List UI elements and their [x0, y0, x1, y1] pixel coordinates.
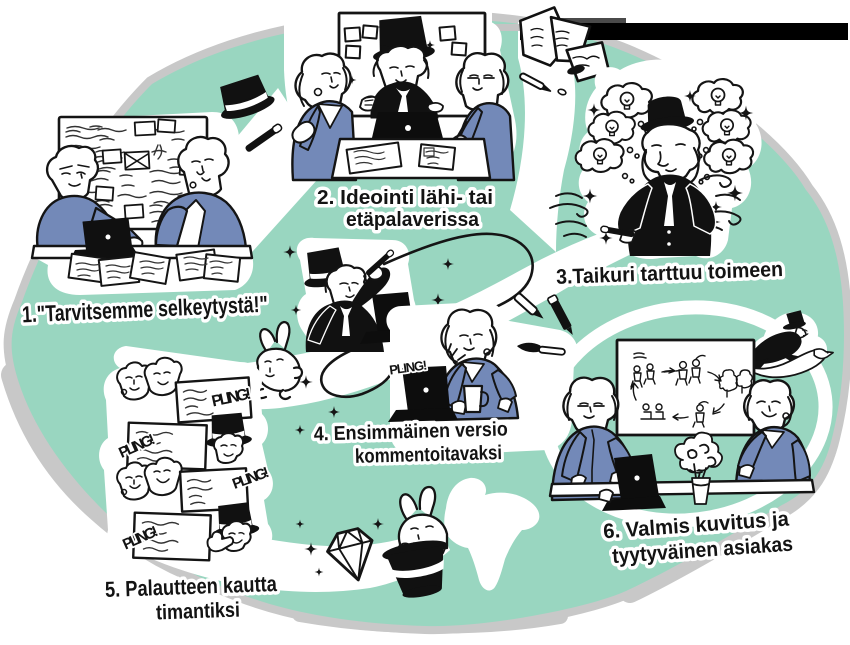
svg-text:etäpalaverissa: etäpalaverissa — [346, 209, 480, 231]
svg-text:2. Ideointi lähi- tai: 2. Ideointi lähi- tai — [317, 187, 493, 209]
svg-text:etäpalaverissa: etäpalaverissa — [346, 209, 480, 231]
svg-text:5. Palautteen kautta: 5. Palautteen kautta — [104, 571, 277, 602]
svg-text:PLING!: PLING! — [388, 357, 428, 377]
svg-text:4. Ensimmäinen versio: 4. Ensimmäinen versio — [314, 418, 509, 445]
svg-text:kommentoitavaksi: kommentoitavaksi — [355, 442, 503, 468]
svg-text:2. Ideointi lähi- tai: 2. Ideointi lähi- tai — [317, 187, 493, 209]
svg-text:PLING!: PLING! — [388, 357, 428, 377]
svg-text:timantiksi: timantiksi — [156, 599, 241, 625]
